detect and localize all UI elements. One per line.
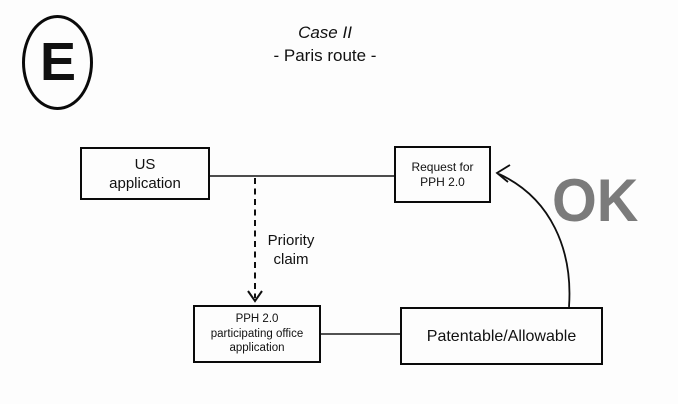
priority-claim-label: Priority claim xyxy=(267,232,315,268)
title-case-line: Case II xyxy=(298,23,352,42)
case-badge-ellipse: E xyxy=(22,15,93,110)
ok-label: OK xyxy=(552,167,639,234)
node-pph-participating-office: PPH 2.0 participating office application xyxy=(193,305,321,363)
diagram-title: Case II - Paris route - xyxy=(225,21,425,67)
priority-claim-arrowhead-icon xyxy=(247,290,263,303)
ok-curved-arrow xyxy=(498,173,571,308)
node-request-pph: Request for PPH 2.0 xyxy=(394,146,491,203)
ok-arrowhead-icon xyxy=(495,164,511,183)
title-route-line: - Paris route - xyxy=(273,46,377,65)
node-patentable-allowable: Patentable/Allowable xyxy=(400,307,603,365)
node-us-application: US application xyxy=(80,147,210,200)
case-badge-letter: E xyxy=(39,31,76,92)
